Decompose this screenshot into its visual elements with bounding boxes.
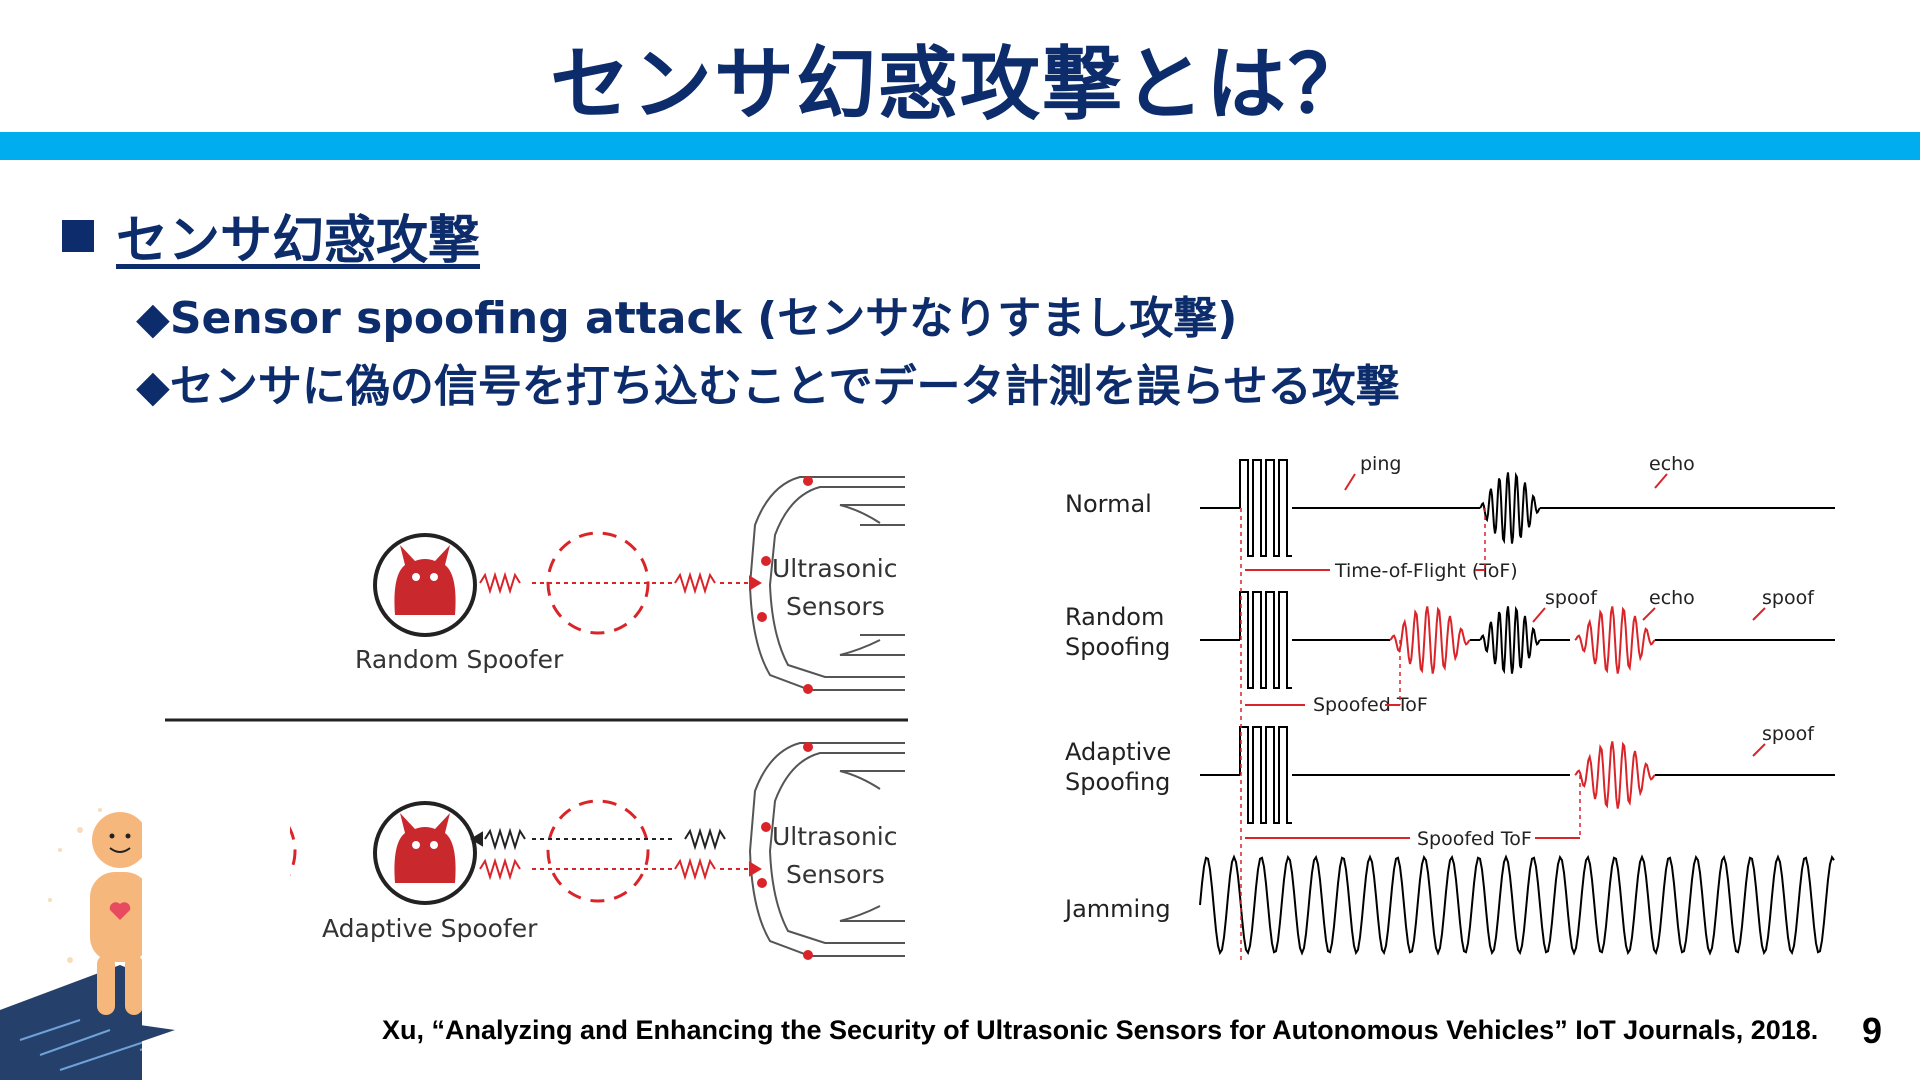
devil-icon-bottom (373, 801, 477, 905)
car-outline-bottom (748, 742, 905, 957)
spoofed-tof-annotation-1: Spoofed ToF (1313, 694, 1428, 716)
main-bullet: センサ幻惑攻撃 (62, 198, 480, 273)
adaptive-ping-pulses (1239, 726, 1292, 824)
slide-title: センサ幻惑攻撃とは？ (550, 38, 1370, 131)
timing-diagram: Normal Random Spoofing Adaptive Spoofing… (1063, 453, 1835, 960)
ping-annotation: ping (1360, 453, 1401, 475)
row-label-adaptive-1: Adaptive (1065, 738, 1171, 766)
spoofer-diagram: Random Spoofer Ultrasonic Sensors Adapti… (165, 476, 908, 960)
row-label-random-2: Spoofing (1065, 633, 1170, 661)
spoof-annotation-1: spoof (1545, 587, 1598, 609)
row-label-adaptive-2: Spoofing (1065, 768, 1170, 796)
main-bullet-text: センサ幻惑攻撃 (116, 211, 481, 271)
mascot-illustration (0, 780, 290, 1080)
mascot-figure (90, 812, 150, 1015)
random-spoof-signal (479, 571, 762, 595)
adaptive-spoof-wave (1574, 741, 1656, 809)
random-spoof-wave-1 (1389, 606, 1471, 674)
normal-echo-wave (1479, 471, 1541, 545)
sub-bullet-1: ◆Sensor spoofing attack (センサなりすまし攻撃) (136, 293, 1238, 344)
adaptive-spoof-signal (479, 857, 762, 881)
spoof-annotation-3: spoof (1762, 723, 1815, 745)
annotation-pointer-arrows (1344, 473, 1766, 757)
devil-icon-top (373, 533, 477, 637)
sensor-label-top-1: Ultrasonic (772, 554, 898, 583)
title-divider-bar (0, 132, 1920, 160)
square-bullet-icon (62, 219, 94, 252)
normal-ping-pulses (1239, 459, 1292, 557)
row-label-normal: Normal (1065, 490, 1152, 518)
spoof-annotation-2: spoof (1762, 587, 1815, 609)
row-label-jamming: Jamming (1063, 895, 1171, 923)
row-label-random-1: Random (1065, 603, 1164, 631)
jamming-wave (1199, 854, 1835, 956)
sensor-label-bottom-2: Sensors (786, 860, 885, 889)
spoof-zone-bottom (546, 799, 650, 903)
car-outline-top (748, 476, 905, 691)
page-number: 9 (1862, 1010, 1883, 1051)
adaptive-spoofer-label: Adaptive Spoofer (322, 914, 538, 943)
sensor-label-bottom-1: Ultrasonic (772, 822, 898, 851)
sensor-label-top-2: Sensors (786, 592, 885, 621)
tof-annotation: Time-of-Flight (ToF) (1334, 560, 1518, 582)
spoofed-tof-annotation-2: Spoofed ToF (1417, 828, 1532, 850)
sensor-dots-top (757, 476, 813, 694)
echo-signal-return (470, 827, 726, 851)
random-spoofer-label: Random Spoofer (355, 645, 564, 674)
signal-traces (1199, 459, 1835, 960)
random-spoof-wave-2 (1574, 606, 1656, 674)
echo-annotation: echo (1649, 453, 1695, 475)
sensor-dots-bottom (757, 742, 813, 960)
random-ping-pulses (1239, 591, 1292, 689)
sub-bullet-2: ◆センサに偽の信号を打ち込むことでデータ計測を誤らせる攻撃 (136, 361, 1400, 412)
random-echo-wave (1479, 605, 1541, 675)
echo-annotation-2: echo (1649, 587, 1695, 609)
citation-footer: Xu, “Analyzing and Enhancing the Securit… (382, 1015, 1819, 1045)
heart-icon (109, 902, 131, 920)
